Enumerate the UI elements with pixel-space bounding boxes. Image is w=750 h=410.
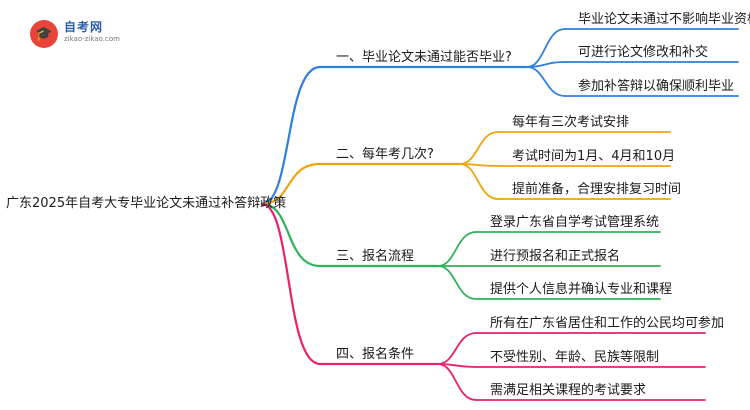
branch-4-leaf-2: 不受性别、年龄、民族等限制 [490, 350, 660, 365]
branch-4-leaf-3: 需满足相关课程的考试要求 [490, 383, 647, 398]
branch-1-leaf-3: 参加补答辩以确保顺利毕业 [578, 79, 735, 94]
logo-name: 自考网 [64, 20, 104, 34]
branch-3-leaf-1: 登录广东省自学考试管理系统 [490, 215, 660, 230]
branch-1-leaf-2: 可进行论文修改和补交 [578, 45, 709, 60]
branch-2-connector [260, 162, 322, 206]
branch-4-leaf-3-connector [437, 363, 477, 401]
branch-2-leaf-3: 提前准备，合理安排复习时间 [512, 182, 682, 197]
branch-3-leaf-3-connector [437, 265, 477, 300]
site-logo: 🎓 自考网 zikao-zikao.com [30, 18, 150, 50]
branch-1-connector [260, 65, 322, 206]
logo-url: zikao-zikao.com [64, 35, 120, 43]
branch-3-label: 三、报名流程 [336, 249, 415, 264]
branch-2-leaf-1: 每年有三次考试安排 [512, 115, 630, 130]
branch-4-leaf-1: 所有在广东省居住和工作的公民均可参加 [490, 316, 725, 331]
branch-1-leaf-1: 毕业论文未通过不影响毕业资格 [578, 12, 750, 27]
branch-3-leaf-2: 进行预报名和正式报名 [490, 249, 621, 264]
root-topic: 广东2025年自考大专毕业论文未通过补答辩政策 [6, 196, 287, 211]
branch-4-leaf-1-connector [437, 332, 477, 365]
branch-1-leaf-1-connector [526, 28, 566, 68]
branch-1-leaf-3-connector [526, 66, 566, 97]
branch-3-leaf-1-connector [437, 231, 477, 267]
branch-2-label: 二、每年考几次? [336, 147, 434, 162]
branch-4-connector [260, 202, 322, 366]
branch-4-label: 四、报名条件 [336, 347, 415, 362]
branch-1-label: 一、毕业论文未通过能否毕业? [336, 50, 512, 65]
branch-2-leaf-3-connector [459, 163, 499, 200]
branch-2-leaf-1-connector [459, 131, 499, 165]
branch-3-leaf-3: 提供个人信息并确认专业和课程 [490, 282, 673, 297]
graduation-cap-icon: 🎓 [30, 20, 58, 48]
branch-2-leaf-2: 考试时间为1月、4月和10月 [512, 149, 676, 164]
branch-3-connector [260, 202, 322, 268]
